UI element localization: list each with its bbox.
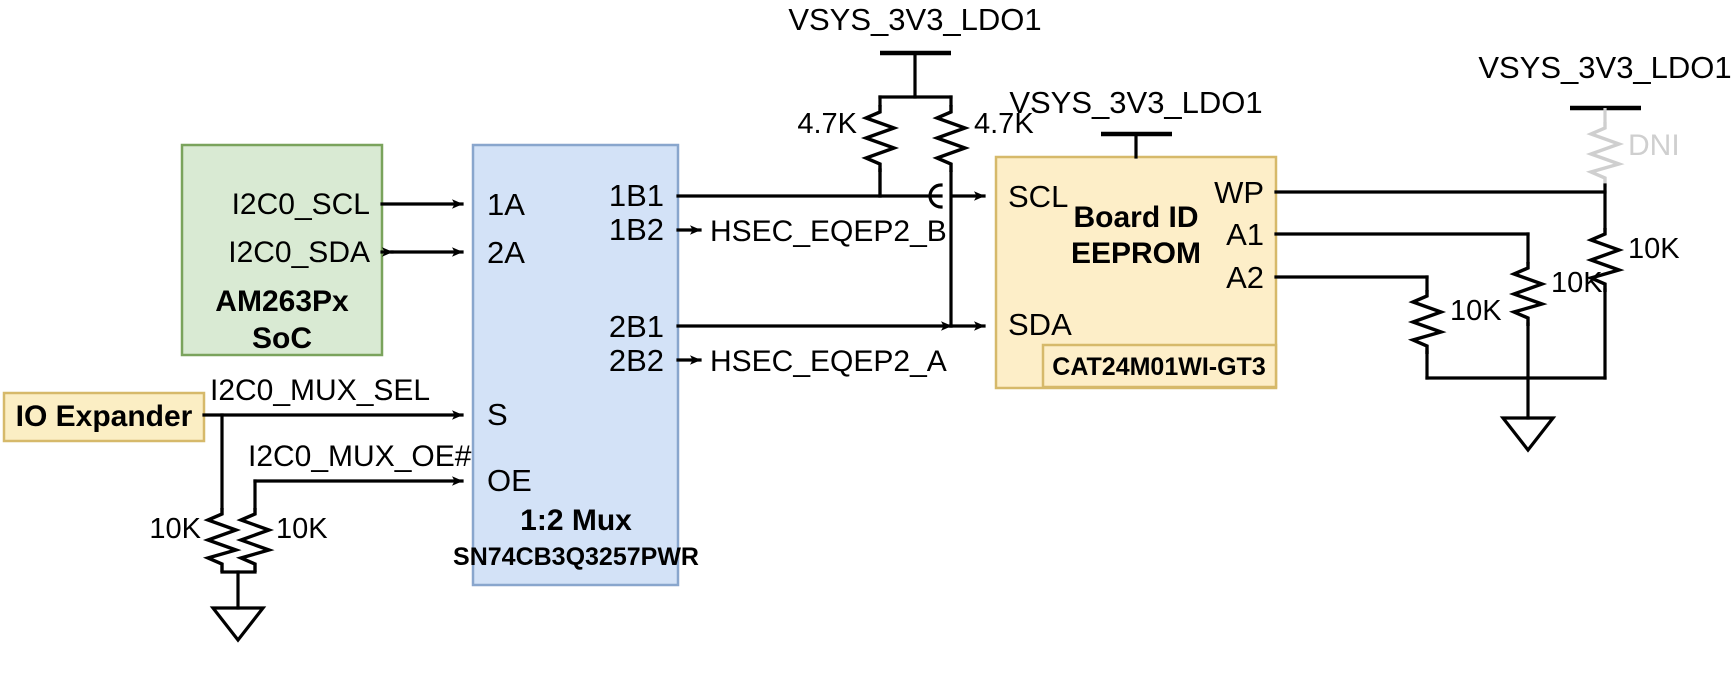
net-hsec-eqep2-b: HSEC_EQEP2_B [676,215,947,248]
mux-part-number: SN74CB3Q3257PWR [453,543,699,571]
mux-pin-2b2-label: 2B2 [609,343,664,378]
resistor-value-oe-pulldown: 10K [276,513,328,545]
net-label-hsec-eqep2-b: HSEC_EQEP2_B [710,215,947,248]
r-sel-zigzag [202,508,242,572]
resistor-oe-pulldown: 10K [235,508,328,572]
power-rail-label-wp: VSYS_3V3_LDO1 [1478,50,1731,85]
mux-name: 1:2 Mux [520,504,632,537]
mux-box [471,143,680,587]
gnd-triangle-left [209,606,267,643]
r-oe-zigzag [235,508,275,572]
eeprom-block: SCL SDA Board ID EEPROM WP A1 A2 CAT24M0… [994,155,1278,390]
eeprom-pin-a2-label: A2 [1226,260,1264,295]
resistor-sel-pulldown: 10K [149,508,242,572]
net-scl [676,168,986,209]
io-expander-block: IO Expander [2,391,206,443]
mux-pin-1b1-label: 1B1 [609,178,664,213]
resistor-value-a2-pulldown: 10K [1450,295,1502,327]
io-expander-label: IO Expander [16,400,193,433]
r-a1-zigzag [1508,262,1548,326]
eeprom-pin-scl-label: SCL [1008,179,1068,214]
net-label-hsec-eqep2-a: HSEC_EQEP2_A [710,345,947,378]
net-sda [676,170,986,331]
r-a2-zigzag [1407,290,1447,354]
resistor-value-scl-pullup: 4.7K [797,108,857,140]
soc-signal-sda-label: I2C0_SDA [228,236,370,269]
r-wp-zigzag [1585,228,1625,292]
soc-signal-scl-label: I2C0_SCL [232,188,370,221]
net-hsec-eqep2-a: HSEC_EQEP2_A [676,345,947,378]
power-rail-label-eeprom: VSYS_3V3_LDO1 [1009,85,1262,120]
eeprom-pin-a1-label: A1 [1226,217,1264,252]
soc-name-line1: AM263Px [215,285,349,318]
soc-to-mux-wires [380,199,464,257]
mux-pin-1b2-label: 1B2 [609,212,664,247]
mux-pin-2b1-label: 2B1 [609,309,664,344]
r-sda-zigzag [931,105,971,172]
soc-block: I2C0_SCL I2C0_SDA AM263Px SoC [180,143,384,357]
resistor-value-wp-pulldown: 10K [1628,233,1680,265]
eeprom-pin-sda-label: SDA [1008,307,1072,342]
eeprom-part-number-box [1041,343,1278,389]
eeprom-name-line2: EEPROM [1071,237,1201,270]
ground-symbol-left [209,606,267,643]
soc-name-line2: SoC [252,322,312,355]
eeprom-pin-wp-label: WP [1214,175,1264,210]
r-scl-zigzag [860,105,900,172]
eeprom-part-number: CAT24M01WI-GT3 [1052,353,1265,381]
eeprom-rail-group: VSYS_3V3_LDO1 [1009,85,1263,159]
mux-pin-s-label: S [487,397,508,432]
wire-scl-hop [928,183,943,209]
resistor-a1-pulldown: 10K [1508,262,1603,380]
resistor-value-a1-pulldown: 10K [1551,267,1603,299]
net-label-i2c0-mux-sel: I2C0_MUX_SEL [210,374,430,407]
mux-block: 1A 2A S OE 1B1 1B2 2B1 2B2 1:2 Mux SN74C… [453,143,699,587]
resistor-value-sda-pullup: 4.7K [974,108,1034,140]
resistor-sda-pullup: 4.7K [931,95,1034,172]
resistor-a2-pulldown: 10K [1407,290,1502,380]
eeprom-name-line1: Board ID [1073,201,1198,234]
resistor-value-sel-pulldown: 10K [149,513,201,545]
mux-pin-oe-label: OE [487,463,532,498]
soc-box [180,143,384,357]
resistor-wp-dni-zigzag [1585,122,1625,187]
wp-rail-group: VSYS_3V3_LDO1 DNI [1478,50,1732,230]
mux-pin-2a-label: 2A [487,235,525,270]
resistor-wp-pulldown: 10K [1585,228,1680,380]
resistor-value-wp-dni: DNI [1628,129,1680,162]
io-expander-nets: I2C0_MUX_SEL I2C0_MUX_OE# 10K 10K [149,374,472,643]
gnd-triangle-right [1499,416,1557,453]
net-label-i2c0-mux-oe: I2C0_MUX_OE# [248,440,472,473]
eeprom-address-network: 10K 10K 10K [1274,190,1680,453]
power-rail-label-pullups: VSYS_3V3_LDO1 [788,2,1041,37]
ground-symbol-right [1499,416,1557,453]
io-expander-box [2,391,206,443]
mux-pin-1a-label: 1A [487,187,525,222]
pullup-rail-group: VSYS_3V3_LDO1 4.7K 4.7K [788,2,1042,198]
